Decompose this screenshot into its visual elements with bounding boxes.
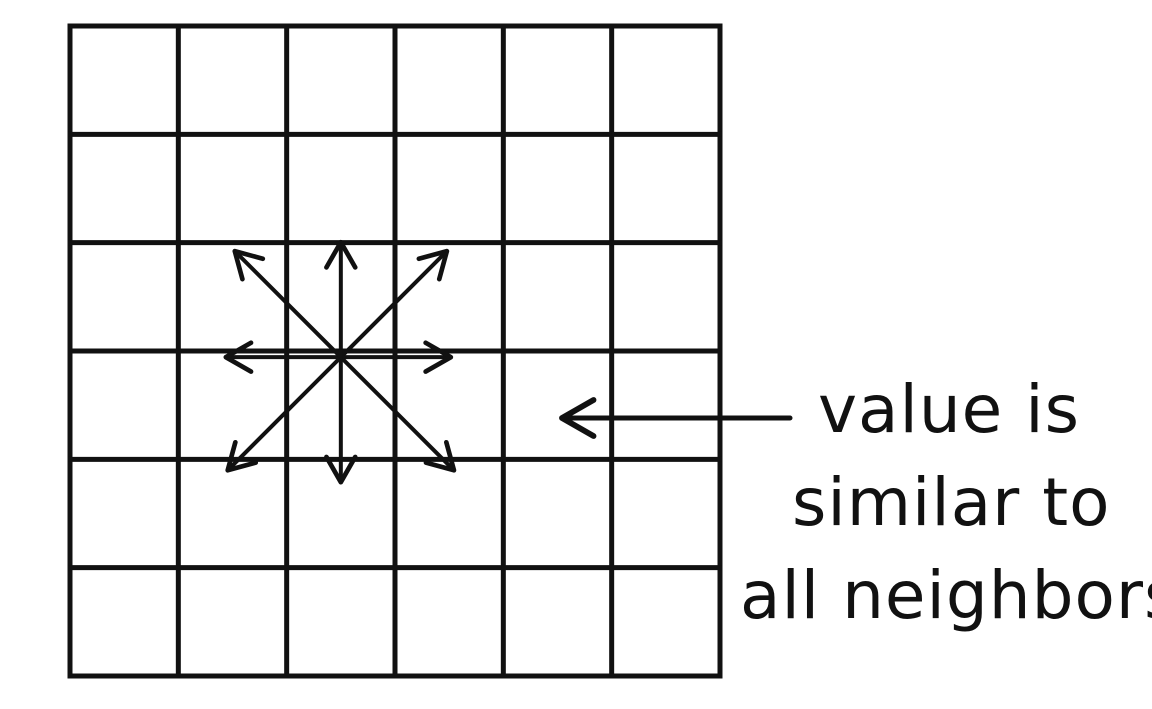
annotation: value is similar to all neighbors bbox=[559, 371, 1152, 634]
annotation-line-1: value is bbox=[818, 371, 1080, 448]
annotation-line-2: similar to bbox=[792, 464, 1111, 541]
neighbor-arrow-up-right bbox=[338, 248, 450, 360]
grid bbox=[67, 23, 723, 679]
neighbor-arrows bbox=[223, 239, 457, 485]
annotation-line-3: all neighbors bbox=[740, 557, 1152, 634]
neighbor-arrow-down-right bbox=[338, 355, 457, 473]
neighbor-arrow-down-left bbox=[225, 355, 343, 473]
neighbor-arrow-up-left bbox=[232, 248, 343, 360]
